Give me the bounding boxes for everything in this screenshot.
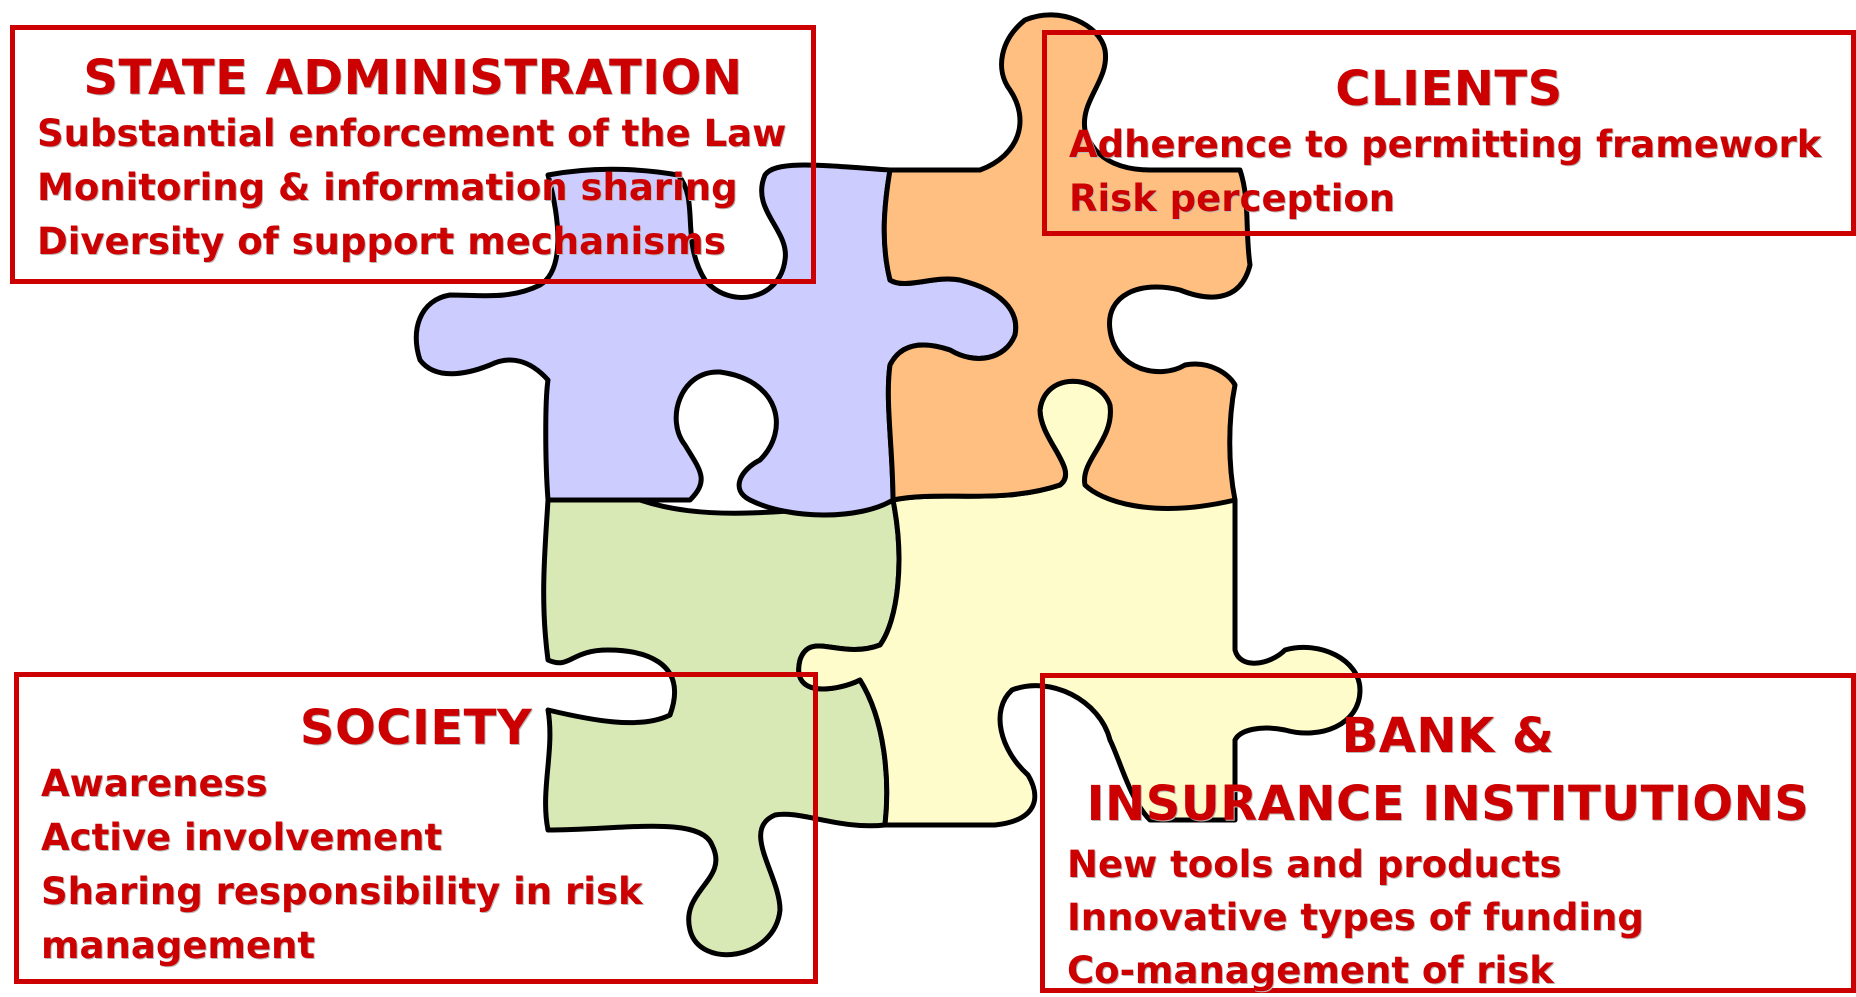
society-item: management <box>41 924 316 967</box>
clients-item: Risk perception <box>1069 177 1396 220</box>
bank-insurance-box: BANK & INSURANCE INSTITUTIONS New tools … <box>1040 673 1856 993</box>
state-administration-item: Diversity of support mechanisms <box>37 220 726 263</box>
society-title: SOCIETY <box>299 700 533 756</box>
state-administration-box: STATE ADMINISTRATION Substantial enforce… <box>10 25 816 284</box>
puzzle-piece-clients <box>881 12 1253 511</box>
state-administration-item: Monitoring & information sharing <box>37 166 738 209</box>
society-item: Awareness <box>41 762 268 805</box>
clients-box: CLIENTS Adherence to permitting framewor… <box>1042 30 1856 236</box>
bank-insurance-title-line2: INSURANCE INSTITUTIONS <box>1086 776 1810 832</box>
state-administration-title: STATE ADMINISTRATION <box>83 50 743 106</box>
clients-item: Adherence to permitting framework <box>1069 123 1822 166</box>
bank-insurance-item: Innovative types of funding <box>1067 896 1644 939</box>
society-item: Sharing responsibility in risk <box>41 870 643 913</box>
bank-insurance-item: New tools and products <box>1067 843 1562 886</box>
society-box: SOCIETY Awareness Active involvement Sha… <box>14 672 818 984</box>
clients-title: CLIENTS <box>1335 61 1563 117</box>
society-item: Active involvement <box>41 816 443 859</box>
bank-insurance-title-line1: BANK & <box>1341 708 1555 764</box>
state-administration-item: Substantial enforcement of the Law <box>37 112 787 155</box>
bank-insurance-item: Co-management of risk <box>1067 949 1554 992</box>
